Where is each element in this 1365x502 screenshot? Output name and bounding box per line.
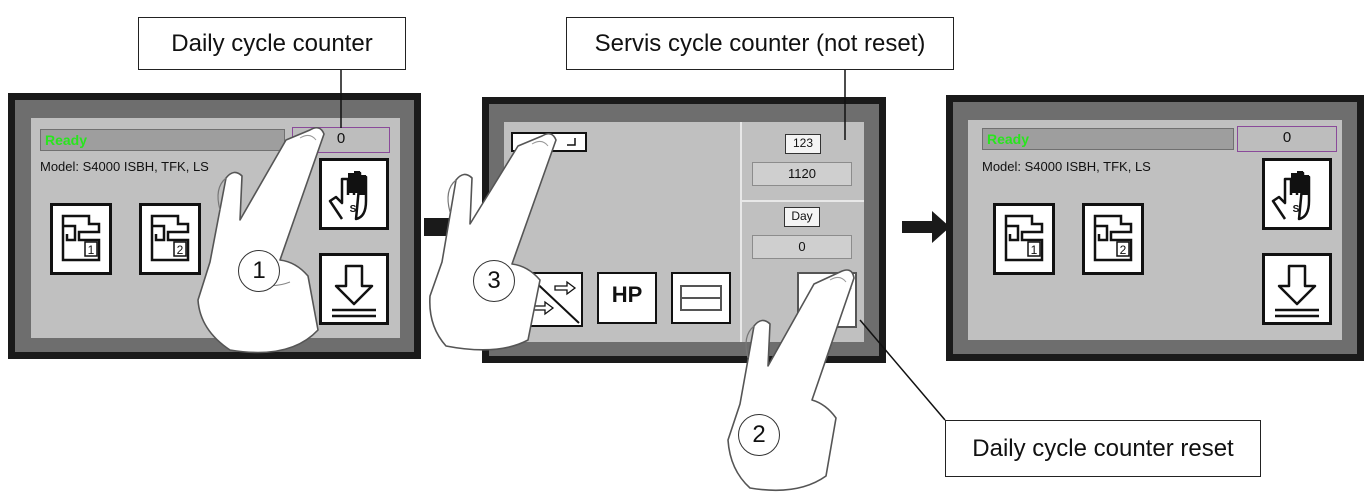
download-button[interactable]: [319, 253, 389, 325]
sewing-station-icon: 2: [1093, 214, 1133, 262]
sewing-station-icon: 2: [150, 214, 190, 262]
svg-text:2: 2: [177, 243, 184, 257]
flow-arrow-2: [902, 207, 952, 247]
enter-button[interactable]: [511, 132, 587, 152]
enter-icon: [567, 138, 576, 146]
flow-arrow-1: [424, 218, 464, 236]
step-3-badge: 3: [473, 260, 515, 302]
step-1-badge: 1: [238, 250, 280, 292]
callout-daily-cycle-counter-reset: Daily cycle counter reset: [945, 420, 1261, 477]
status-bar: Ready: [982, 128, 1234, 150]
panel-2: 123 1120 Day 0 HP: [482, 97, 886, 363]
daily-cycle-counter: 0: [1237, 126, 1337, 152]
service-cycle-counter: 1120: [752, 162, 852, 186]
arrows-icon: [528, 275, 580, 324]
sewing-station-icon: 1: [1004, 214, 1044, 262]
station-1-button[interactable]: 1: [50, 203, 112, 275]
station-1-button[interactable]: 1: [993, 203, 1055, 275]
panel-3: Ready 0 Model: S4000 ISBH, TFK, LS 1 2 S: [946, 95, 1364, 361]
svg-text:S: S: [1293, 204, 1300, 215]
reset-icon: [810, 281, 852, 321]
sewing-station-icon: 1: [61, 214, 101, 262]
hand-icon: S: [1271, 171, 1311, 221]
manual-mode-button[interactable]: S: [1262, 158, 1332, 230]
station-2-button[interactable]: 2: [139, 203, 201, 275]
svg-text:S: S: [350, 204, 357, 215]
hp-button[interactable]: HP: [597, 272, 657, 324]
callout-servis-cycle-counter: Servis cycle counter (not reset): [566, 17, 954, 70]
download-icon: [1275, 264, 1319, 318]
list-icon: [680, 285, 722, 311]
day-cycle-counter: 0: [752, 235, 852, 259]
callout-daily-cycle-counter: Daily cycle counter: [138, 17, 406, 70]
service-counter-label: 123: [785, 134, 821, 154]
panel-1: Ready 0 Model: S4000 ISBH, TFK, LS 1 2 S: [8, 93, 421, 359]
step-2-badge: 2: [738, 414, 780, 456]
model-label: Model: S4000 ISBH, TFK, LS: [40, 159, 209, 174]
menu-button[interactable]: [671, 272, 731, 324]
day-counter-label: Day: [784, 207, 820, 227]
svg-text:1: 1: [88, 243, 95, 257]
daily-cycle-counter[interactable]: 0: [292, 127, 390, 153]
mode-arrows-button[interactable]: [525, 272, 583, 327]
daily-counter-reset-button[interactable]: [797, 272, 857, 328]
svg-text:1: 1: [1031, 243, 1038, 257]
download-icon: [332, 264, 376, 318]
model-label: Model: S4000 ISBH, TFK, LS: [982, 159, 1151, 174]
hand-icon: S: [328, 171, 368, 221]
station-2-button[interactable]: 2: [1082, 203, 1144, 275]
status-bar: Ready: [40, 129, 285, 151]
arrow-right-icon: [902, 211, 950, 243]
manual-mode-button[interactable]: S: [319, 158, 389, 230]
svg-text:2: 2: [1120, 243, 1127, 257]
download-button[interactable]: [1262, 253, 1332, 325]
